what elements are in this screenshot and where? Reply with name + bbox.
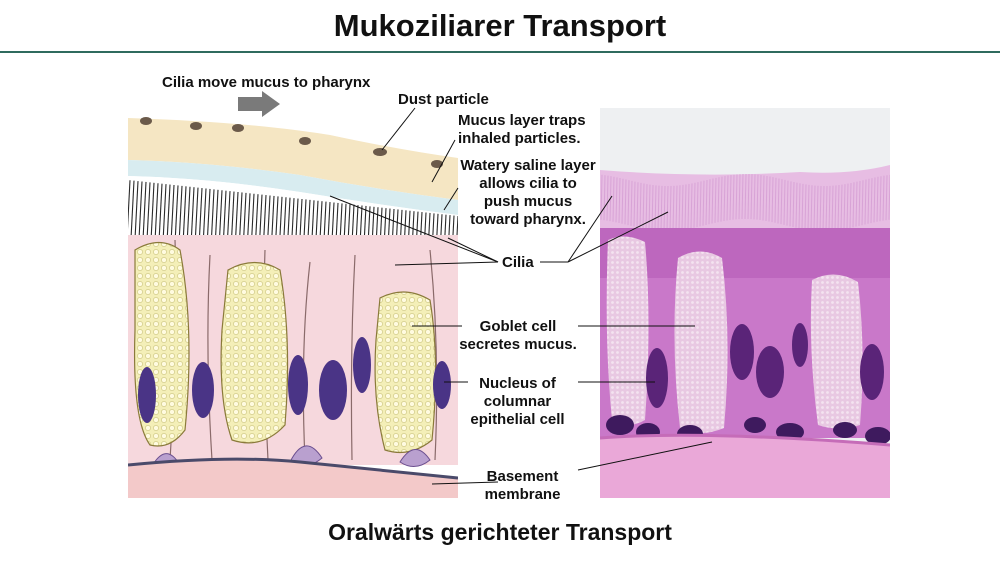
label-dust-particle: Dust particle (398, 91, 489, 108)
goblet-cell-3 (374, 291, 437, 453)
cilia-right (600, 173, 890, 232)
label-cilia-move: Cilia move mucus to pharynx (162, 74, 371, 91)
label-cilia: Cilia (502, 254, 534, 271)
label-nucleus: Nucleus of columnar epithelial cell (470, 375, 565, 428)
basal-tissue (128, 459, 458, 498)
schematic-illustration (128, 108, 458, 498)
saline-layer (128, 160, 458, 215)
leader-lines (329, 107, 713, 485)
slide-caption: Oralwärts gerichteter Transport (328, 519, 672, 545)
goblet-cell-2 (220, 261, 289, 444)
nucleus (319, 360, 347, 420)
label-basement-membrane: Basement membrane (484, 468, 561, 503)
nucleus (353, 337, 371, 393)
nucleus (433, 361, 451, 409)
label-mucus-layer: Mucus layer traps inhaled particles. (458, 112, 586, 147)
nucleus (138, 367, 156, 423)
dust-particle (373, 148, 387, 156)
nucleus (192, 362, 214, 418)
label-goblet-cell: Goblet cell secretes mucus. (459, 318, 577, 353)
histology-micrograph (600, 108, 890, 498)
nucleus (288, 355, 308, 415)
transport-arrow (238, 91, 280, 117)
title-divider (0, 51, 1000, 53)
mucus-layer (128, 118, 458, 200)
label-watery-layer: Watery saline layer allows cilia to push… (460, 157, 596, 228)
basement-membrane (128, 457, 458, 480)
slide-title: Mukoziliarer Transport (333, 8, 667, 43)
